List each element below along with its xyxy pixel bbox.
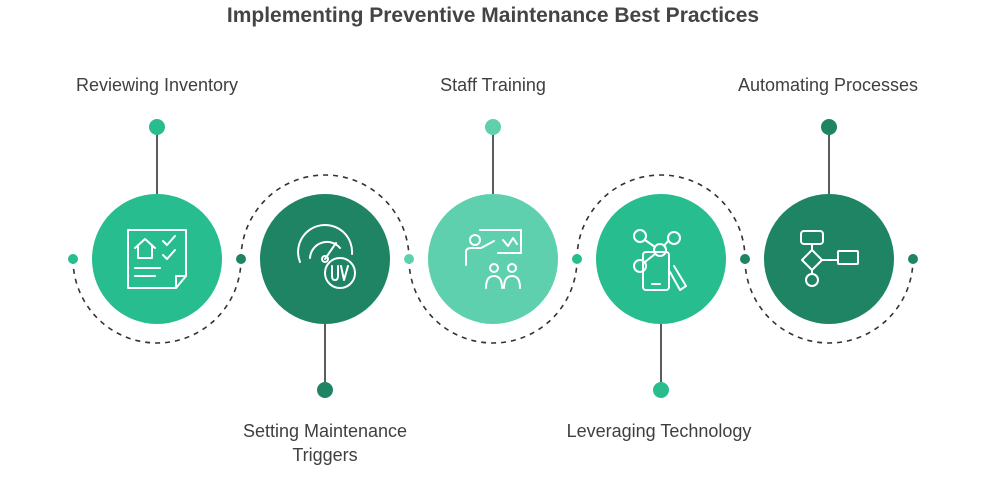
- junction-dot: [404, 254, 414, 264]
- presentation-training-icon: [465, 229, 522, 289]
- arc-3: [408, 258, 578, 344]
- step-circle-staff-training: [428, 194, 558, 324]
- phone-network-touch-icon: [633, 229, 687, 291]
- step-label-leveraging-technology: Leveraging Technology: [566, 421, 752, 441]
- arc-4: [576, 174, 746, 260]
- diagram-title: Implementing Preventive Maintenance Best…: [226, 4, 760, 27]
- stem-dot: [149, 119, 165, 135]
- gauge-uv-icon: [297, 224, 356, 289]
- arc-5: [744, 258, 914, 344]
- step-label-setting-triggers: Setting Maintenance Triggers: [196, 419, 454, 467]
- inventory-checklist-icon: [127, 229, 187, 289]
- stem-dot: [653, 382, 669, 398]
- dashed-connector-arcs: [72, 174, 914, 344]
- stem-dots: [149, 119, 837, 398]
- arc-1: [72, 258, 242, 344]
- step-label-line: Triggers: [292, 445, 358, 465]
- junction-dot: [740, 254, 750, 264]
- flowchart-icon: [800, 230, 859, 287]
- step-label-reviewing-inventory: Reviewing Inventory: [75, 75, 239, 95]
- step-label-automating-processes: Automating Processes: [737, 75, 919, 95]
- arc-2: [240, 174, 410, 260]
- step-circle-leveraging-technology: [596, 194, 726, 324]
- step-circles: [92, 194, 894, 324]
- junction-dot: [236, 254, 246, 264]
- junction-dot: [908, 254, 918, 264]
- stem-dot: [821, 119, 837, 135]
- stems: [156, 127, 830, 390]
- junction-dots: [68, 254, 918, 264]
- step-label-staff-training: Staff Training: [440, 75, 546, 95]
- junction-dot: [572, 254, 582, 264]
- stem-dot: [485, 119, 501, 135]
- step-label-line: Setting Maintenance: [242, 421, 408, 441]
- junction-dot: [68, 254, 78, 264]
- step-circle-reviewing-inventory: [92, 194, 222, 324]
- stem-dot: [317, 382, 333, 398]
